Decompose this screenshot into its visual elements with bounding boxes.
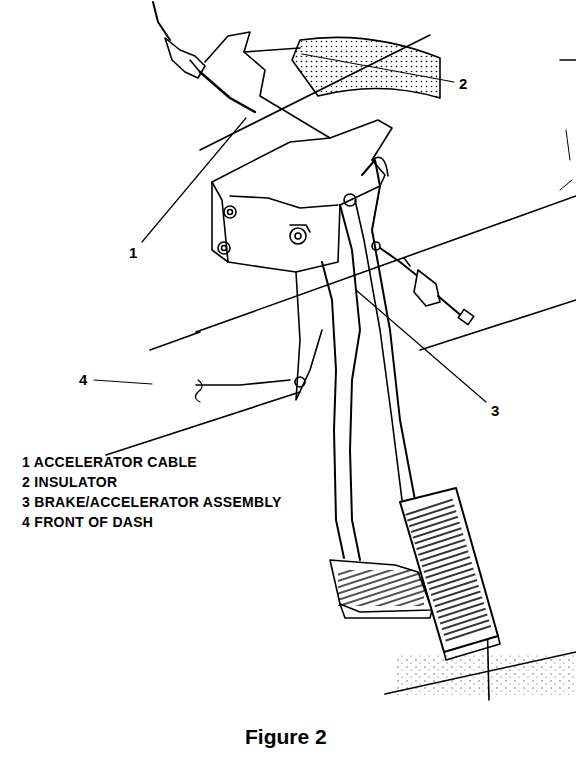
callout-number: 3	[490, 403, 500, 418]
callout-number: 2	[458, 76, 468, 91]
parts-list-item: 4 FRONT OF DASH	[22, 515, 153, 529]
parts-list-item: 3 BRAKE/ACCELERATOR ASSEMBLY	[22, 495, 282, 509]
figure-caption: Figure 2	[245, 726, 327, 747]
callout-number: 4	[78, 372, 88, 387]
parts-list-item: 2 INSULATOR	[22, 475, 117, 489]
parts-list-item: 1 ACCELERATOR CABLE	[22, 455, 197, 469]
callout-number: 1	[128, 245, 138, 260]
